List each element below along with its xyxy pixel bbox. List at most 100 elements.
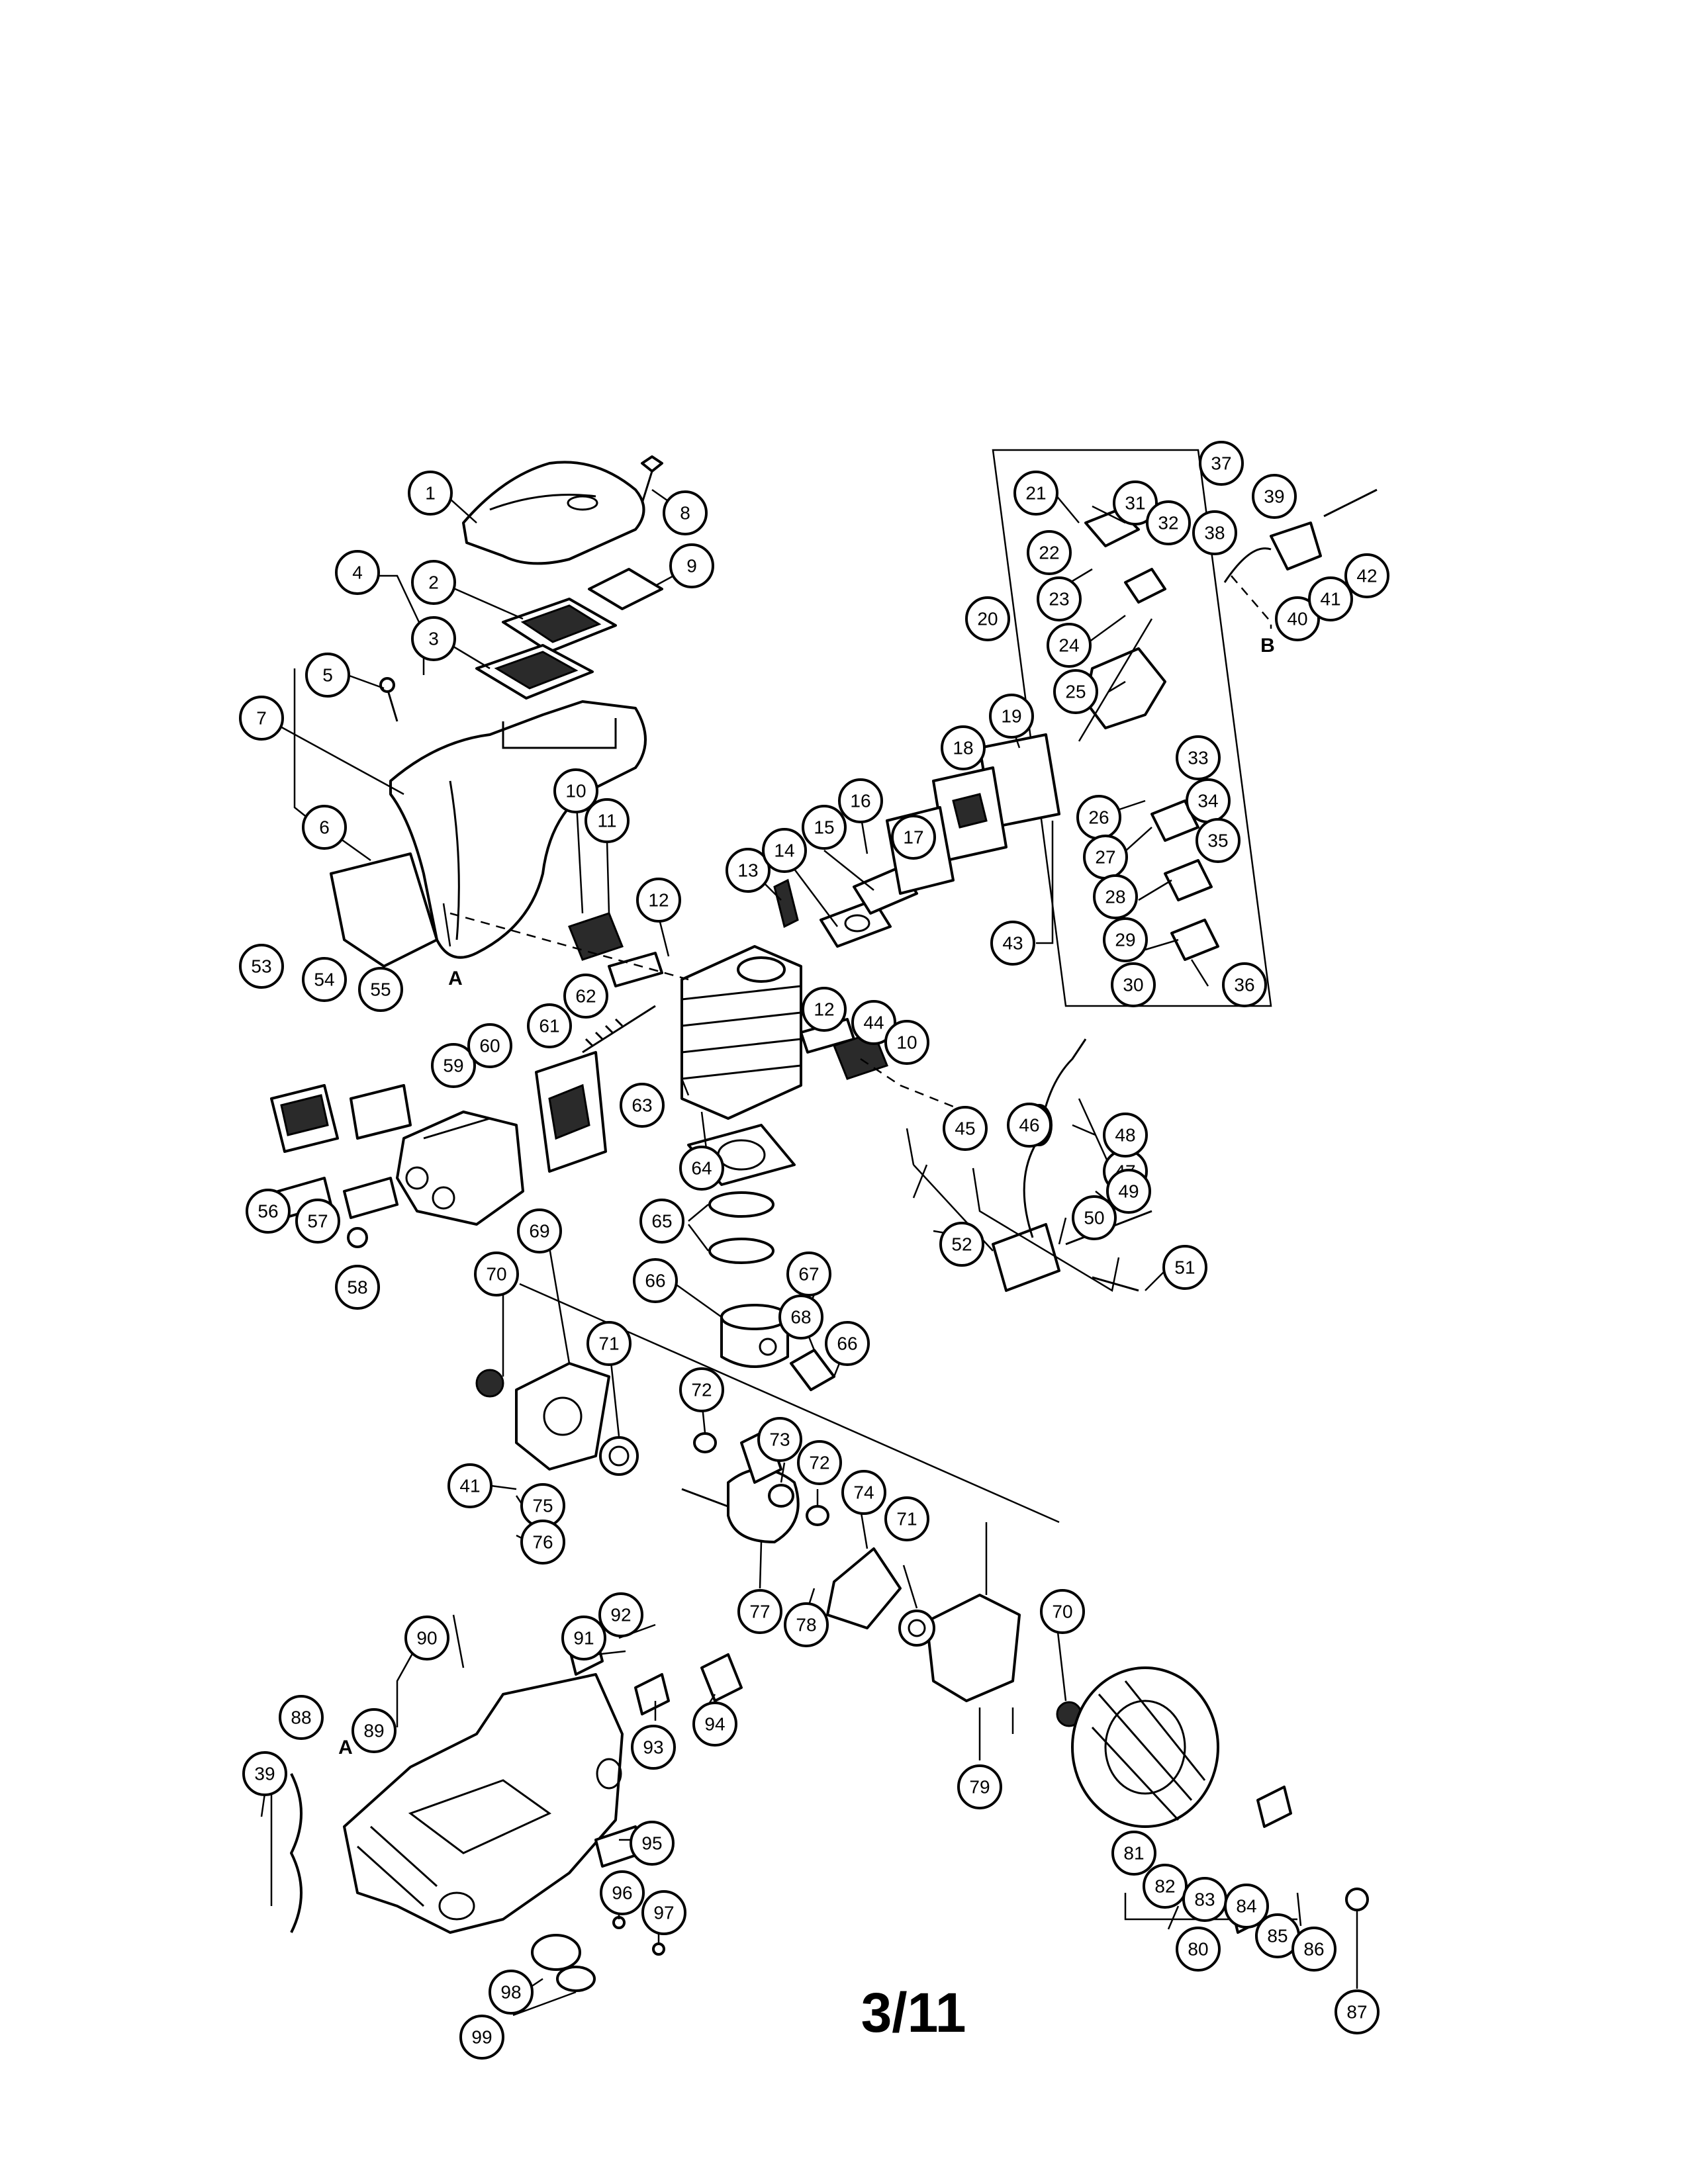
ref-letter-b-top: B [1260, 635, 1275, 657]
callout: 97 [641, 1890, 686, 1935]
svg-text:11: 11 [597, 811, 616, 831]
callout: 22 [1027, 530, 1072, 575]
callout: 10 [553, 768, 598, 813]
crankcase-half-left-part [515, 1362, 610, 1471]
callout: 71 [586, 1321, 632, 1366]
svg-text:45: 45 [955, 1118, 975, 1139]
callout: 75 [520, 1483, 565, 1528]
callout: 12 [802, 987, 847, 1032]
svg-text:21: 21 [1025, 483, 1046, 504]
callout: 61 [527, 1003, 572, 1048]
svg-text:36: 36 [1234, 975, 1254, 995]
callout: 66 [825, 1321, 870, 1366]
svg-text:17: 17 [903, 827, 923, 848]
callout: 74 [841, 1470, 886, 1515]
svg-text:26: 26 [1088, 807, 1109, 828]
svg-text:41: 41 [1320, 589, 1340, 610]
svg-text:14: 14 [774, 841, 794, 861]
callout: 53 [239, 944, 284, 989]
svg-text:95: 95 [641, 1833, 662, 1854]
svg-text:40: 40 [1287, 609, 1307, 629]
callout: 85 [1255, 1913, 1300, 1958]
callout: 26 [1076, 795, 1121, 840]
callout: 50 [1072, 1195, 1117, 1240]
callout: 25 [1053, 669, 1098, 714]
svg-text:32: 32 [1158, 513, 1178, 533]
callout: 23 [1037, 576, 1082, 621]
callout: 89 [352, 1708, 397, 1753]
callout: 82 [1143, 1864, 1188, 1909]
svg-text:71: 71 [598, 1334, 619, 1354]
callout: 38 [1192, 510, 1237, 555]
callout: 32 [1146, 500, 1191, 545]
callout: 63 [620, 1083, 665, 1128]
callout: 88 [279, 1695, 324, 1740]
callout: 87 [1335, 1989, 1380, 2034]
svg-text:83: 83 [1194, 1889, 1215, 1910]
svg-text:59: 59 [443, 1056, 463, 1076]
callout: 45 [943, 1106, 988, 1151]
svg-text:73: 73 [769, 1430, 790, 1450]
callout: 64 [679, 1146, 724, 1191]
callout: 86 [1291, 1927, 1336, 1972]
callout: 58 [335, 1265, 380, 1310]
callout: 62 [563, 974, 608, 1019]
callout: 78 [784, 1602, 829, 1647]
svg-text:5: 5 [322, 665, 333, 686]
callout: 65 [639, 1199, 684, 1244]
top-cover-part [462, 461, 645, 565]
callout: 51 [1162, 1245, 1207, 1290]
svg-text:18: 18 [953, 738, 973, 758]
callout: 73 [757, 1417, 802, 1462]
svg-text:89: 89 [363, 1721, 384, 1741]
svg-text:68: 68 [790, 1307, 811, 1328]
svg-text:86: 86 [1303, 1939, 1324, 1960]
callout: 37 [1199, 441, 1244, 486]
svg-text:99: 99 [471, 2027, 492, 2048]
callout: 34 [1186, 778, 1231, 823]
svg-text:28: 28 [1105, 887, 1125, 907]
muffler-group [270, 1051, 607, 1248]
callout: 28 [1093, 874, 1138, 919]
callout: 18 [941, 725, 986, 770]
svg-text:88: 88 [291, 1707, 311, 1728]
page-number: 3/11 [861, 1981, 966, 2044]
svg-text:87: 87 [1346, 2002, 1367, 2023]
svg-text:24: 24 [1058, 635, 1079, 656]
callout: 3 [411, 616, 456, 661]
callout: 29 [1103, 917, 1148, 962]
callout: 96 [600, 1870, 645, 1915]
callout: 20 [965, 596, 1010, 641]
svg-text:10: 10 [565, 781, 586, 801]
svg-text:4: 4 [352, 563, 363, 583]
svg-text:35: 35 [1207, 831, 1228, 851]
callout: 43 [990, 921, 1035, 966]
svg-text:57: 57 [307, 1211, 328, 1232]
svg-text:38: 38 [1204, 523, 1225, 543]
svg-text:1: 1 [425, 483, 436, 504]
svg-text:74: 74 [853, 1482, 874, 1503]
callout: 90 [404, 1615, 449, 1661]
svg-text:85: 85 [1267, 1926, 1288, 1946]
callout: 9 [669, 543, 714, 588]
svg-text:58: 58 [347, 1277, 367, 1298]
callout: 14 [762, 828, 807, 873]
callout: 12 [636, 878, 681, 923]
callout: 98 [489, 1970, 534, 2015]
svg-text:63: 63 [632, 1095, 652, 1116]
callout: 54 [302, 957, 347, 1002]
callout: 48 [1103, 1113, 1148, 1158]
svg-text:42: 42 [1356, 566, 1377, 586]
callout: 17 [891, 815, 936, 860]
engine-housing-group [290, 1633, 743, 1992]
callout: 46 [1007, 1103, 1052, 1148]
svg-text:12: 12 [648, 890, 669, 911]
svg-text:12: 12 [814, 999, 834, 1020]
callout: 5 [305, 653, 350, 698]
callout: 15 [802, 805, 847, 850]
svg-text:53: 53 [251, 956, 271, 977]
svg-text:37: 37 [1211, 453, 1231, 474]
svg-text:39: 39 [1264, 486, 1284, 507]
svg-text:7: 7 [256, 708, 267, 729]
callout: 44 [851, 1000, 896, 1045]
